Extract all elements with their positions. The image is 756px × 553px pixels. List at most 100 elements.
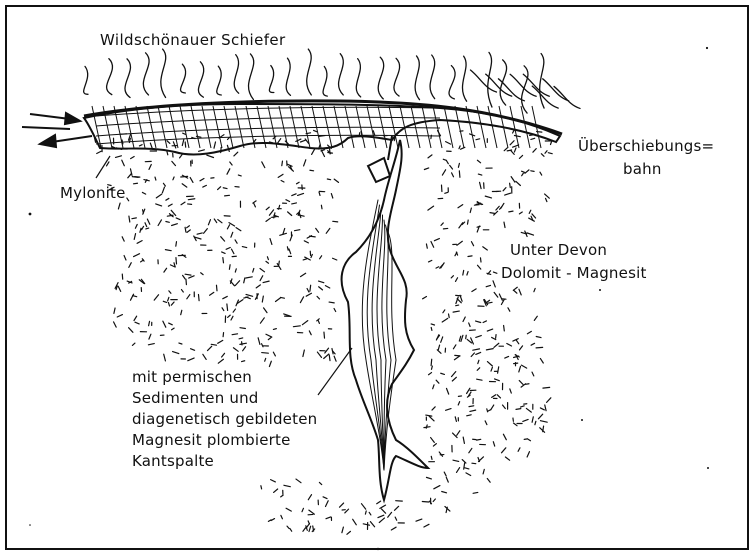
dolomite-dash	[442, 170, 445, 175]
dolomite-dash	[502, 448, 506, 453]
dolomite-dash	[156, 204, 162, 206]
dolomite-dash	[208, 220, 210, 225]
kantspalte-line-2: Sedimenten und	[132, 388, 362, 409]
dolomite-dash	[510, 183, 511, 187]
dolomite-dash	[533, 149, 536, 153]
dolomite-dash	[503, 188, 506, 191]
dolomite-dash	[188, 358, 194, 361]
dolomite-dash	[546, 198, 547, 201]
dolomite-dash	[181, 310, 182, 314]
dolomite-dash	[234, 152, 238, 156]
dolomite-dash	[185, 142, 186, 147]
dolomite-dash	[513, 287, 517, 290]
dolomite-dash	[233, 309, 235, 312]
dolomite-dash	[505, 193, 511, 195]
dolomite-dash	[532, 214, 536, 218]
kantspalte-line-3: diagenetisch gebildeten	[132, 409, 362, 430]
dolomite-dash	[497, 395, 500, 398]
dolomite-dash	[477, 379, 482, 380]
label-kantspalte-block: mit permischen Sedimenten und diagenetis…	[132, 367, 362, 472]
dolomite-dash	[442, 492, 447, 493]
dolomite-dash	[441, 263, 444, 268]
dolomite-dash	[488, 410, 491, 411]
dolomite-dash	[269, 361, 271, 366]
dolomite-dash	[388, 512, 392, 517]
dolomite-dash	[446, 477, 448, 482]
dolomite-dash	[154, 295, 158, 300]
dolomite-dash	[456, 297, 458, 303]
dolomite-dash	[233, 348, 238, 352]
dolomite-dash	[457, 431, 460, 436]
dolomite-dash	[204, 229, 208, 234]
dolomite-dash	[134, 316, 137, 320]
dolomite-dash	[516, 181, 521, 185]
dolomite-dash	[487, 479, 490, 483]
dolomite-dash	[284, 485, 290, 486]
schiefer-wave	[449, 66, 455, 99]
dolomite-dash	[270, 239, 272, 245]
dolomite-dash	[114, 322, 117, 327]
dolomite-dash	[541, 154, 544, 157]
dolomite-dash	[190, 178, 193, 183]
schiefer-wave	[378, 57, 383, 99]
dolomite-dash	[436, 267, 439, 268]
dolomite-dash	[281, 515, 283, 518]
dolomite-dash	[535, 421, 536, 424]
dolomite-dash	[308, 495, 311, 500]
dolomite-dash	[132, 343, 135, 345]
dolomite-dash	[451, 276, 453, 278]
dolomite-dash	[329, 355, 330, 361]
dolomite-dash	[463, 437, 464, 443]
dolomite-dash	[319, 136, 326, 137]
dolomite-dash	[334, 309, 336, 312]
dolomite-dash	[428, 206, 434, 210]
dolomite-dash	[459, 171, 460, 177]
dolomite-dash	[321, 205, 322, 209]
dolomite-dash	[129, 328, 133, 333]
dolomite-dash	[433, 444, 436, 446]
dolomite-dash	[223, 188, 227, 189]
dolomite-dash	[480, 258, 481, 262]
dolomite-dash	[149, 334, 151, 339]
dolomite-dash	[458, 402, 459, 405]
dolomite-dash	[483, 469, 484, 474]
dolomite-dash	[107, 162, 109, 166]
schiefer-wave	[540, 54, 544, 109]
dolomite-dash	[476, 352, 481, 354]
dolomite-dash	[522, 173, 524, 175]
schiefer-wave	[269, 66, 273, 93]
dolomite-dash	[172, 161, 176, 165]
dolomite-dash	[438, 345, 439, 350]
dolomite-dash	[527, 452, 529, 457]
dolomite-dash	[221, 237, 225, 241]
dolomite-dash	[463, 270, 464, 275]
dolomite-dash	[290, 529, 292, 532]
dolomite-dash	[429, 416, 434, 421]
dolomite-dash	[296, 479, 301, 483]
dolomite-dash	[394, 137, 395, 141]
dolomite-dash	[459, 336, 460, 341]
dolomite-dash	[303, 259, 306, 260]
dolomite-dash	[467, 388, 470, 393]
dolomite-dash	[477, 368, 480, 370]
dolomite-dash	[493, 272, 496, 273]
dolomite-dash	[487, 362, 492, 366]
dolomite-dash	[292, 194, 296, 196]
dolomite-dash	[526, 408, 531, 412]
dolomite-dash	[540, 172, 542, 175]
dolomite-dash	[242, 247, 246, 248]
dolomite-dash	[478, 360, 479, 363]
dolomite-dash	[527, 331, 531, 333]
dolomite-dash	[496, 206, 499, 210]
dolomite-dash	[536, 347, 543, 348]
dolomite-dash	[262, 162, 265, 168]
dolomite-dash	[478, 174, 481, 175]
dolomite-dash	[173, 352, 179, 354]
dolomite-dash	[434, 486, 440, 489]
dolomite-dash	[527, 233, 534, 235]
schiefer-wave-strokes	[84, 49, 580, 113]
dolomite-dash	[463, 317, 465, 321]
dolomite-dash	[267, 257, 268, 260]
kantspalte-line-5: Kantspalte	[132, 451, 362, 472]
dolomite-dash	[453, 460, 459, 461]
